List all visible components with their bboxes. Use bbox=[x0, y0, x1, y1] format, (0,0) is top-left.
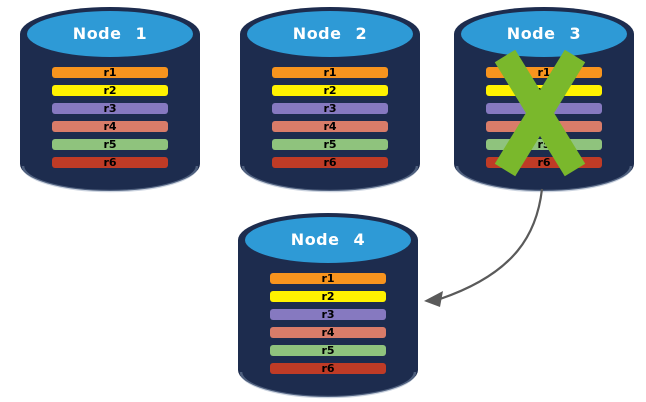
node-title: Node 1 bbox=[72, 24, 148, 43]
replica-row-label: r4 bbox=[103, 120, 117, 133]
replica-row-label: r1 bbox=[321, 272, 335, 285]
replica-row: r3 bbox=[52, 103, 168, 114]
replica-row-label: r6 bbox=[103, 156, 117, 169]
node-title: Node 2 bbox=[292, 24, 368, 43]
db-node-1: Node 1 r1 r2 r3 r4 r5 r6 bbox=[19, 5, 201, 193]
replica-row: r6 bbox=[52, 157, 168, 168]
replica-row-label: r3 bbox=[103, 102, 117, 115]
x-mark-icon bbox=[494, 49, 586, 177]
replica-row: r3 bbox=[270, 309, 386, 320]
replica-row-label: r2 bbox=[321, 290, 335, 303]
replica-row-label: r6 bbox=[323, 156, 337, 169]
node-title: Node 3 bbox=[506, 24, 582, 43]
replica-row-label: r5 bbox=[321, 344, 335, 357]
node-rows: r1 r2 r3 r4 r5 r6 bbox=[52, 67, 168, 168]
replica-row: r1 bbox=[486, 67, 602, 78]
node-title: Node 4 bbox=[290, 230, 366, 249]
replica-row: r5 bbox=[52, 139, 168, 150]
replica-row-label: r3 bbox=[323, 102, 337, 115]
replica-row: r5 bbox=[486, 139, 602, 150]
replica-row-label: r2 bbox=[323, 84, 337, 97]
replica-row-label: r5 bbox=[323, 138, 337, 151]
replica-row-label: r6 bbox=[537, 156, 551, 169]
replica-row: r4 bbox=[52, 121, 168, 132]
replica-row: r2 bbox=[52, 85, 168, 96]
replica-row-label: r5 bbox=[537, 138, 551, 151]
replica-row-label: r2 bbox=[103, 84, 117, 97]
replica-row: r2 bbox=[272, 85, 388, 96]
replica-row-label: r1 bbox=[103, 66, 117, 79]
replica-row-label: r3 bbox=[321, 308, 335, 321]
replica-row-label: r4 bbox=[321, 326, 335, 339]
db-node-4: Node 4 r1 r2 r3 r4 r5 r6 bbox=[237, 211, 419, 399]
node-rows: r1 r2 r3 r4 r5 r6 bbox=[270, 273, 386, 374]
replica-row: r5 bbox=[270, 345, 386, 356]
replica-row: r4 bbox=[270, 327, 386, 338]
replica-row-label: r1 bbox=[537, 66, 551, 79]
replica-row-label: r4 bbox=[323, 120, 337, 133]
replica-row: r2 bbox=[270, 291, 386, 302]
replica-row: r1 bbox=[270, 273, 386, 284]
replica-row: r6 bbox=[486, 157, 602, 168]
replica-row: r3 bbox=[272, 103, 388, 114]
replica-row: r1 bbox=[52, 67, 168, 78]
replica-row: r4 bbox=[272, 121, 388, 132]
replica-row: r1 bbox=[272, 67, 388, 78]
replica-row-label: r1 bbox=[323, 66, 337, 79]
arrow-head-icon bbox=[424, 291, 443, 307]
db-node-3: Node 3 r1 r2 r3 r4 r5 r6 bbox=[453, 5, 635, 193]
node-rows: r1 r2 r3 r4 r5 r6 bbox=[272, 67, 388, 168]
db-node-2: Node 2 r1 r2 r3 r4 r5 r6 bbox=[239, 5, 421, 193]
replica-row-label: r5 bbox=[103, 138, 117, 151]
replica-row-label: r6 bbox=[321, 362, 335, 375]
replica-row: r6 bbox=[272, 157, 388, 168]
replica-row: r5 bbox=[272, 139, 388, 150]
replica-row: r6 bbox=[270, 363, 386, 374]
